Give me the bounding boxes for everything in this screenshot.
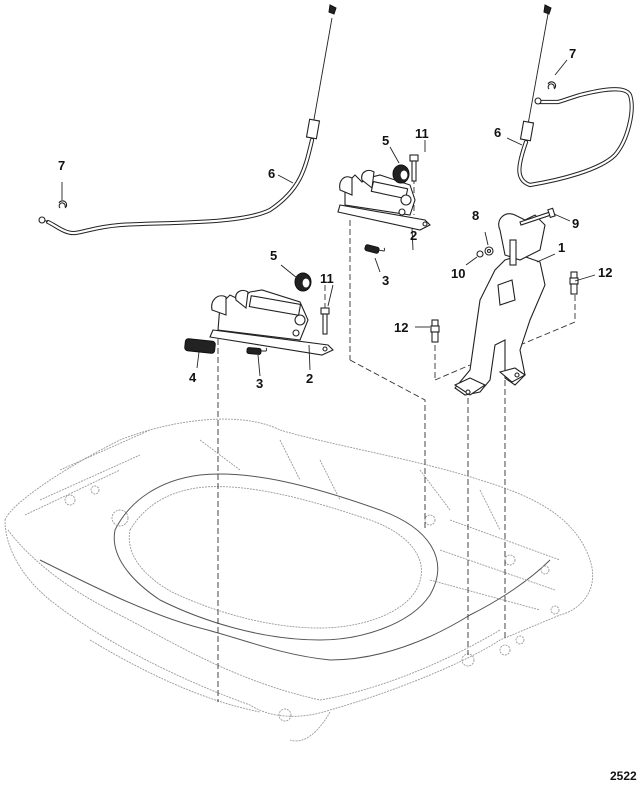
shift-cable-right (517, 4, 634, 188)
screw-left (320, 307, 330, 335)
callout-8: 8 (472, 208, 479, 223)
callout-7-right: 7 (569, 46, 576, 61)
latch-right (337, 169, 431, 231)
callout-labels: 1 2 2 3 3 4 5 5 6 6 7 7 8 9 10 11 11 12 … (58, 46, 637, 783)
nut (476, 250, 484, 258)
bottom-cowl (4, 418, 594, 742)
leader-lines (61, 59, 596, 377)
callout-5-left: 5 (270, 248, 277, 263)
stud-left (430, 319, 440, 343)
grommet-left (294, 272, 312, 292)
pivot-bolt (519, 207, 556, 226)
washer (484, 246, 494, 256)
callout-11-left: 11 (320, 271, 334, 286)
figure-id: 2522 (610, 769, 637, 783)
spring-right (364, 244, 386, 254)
stud-right (569, 271, 579, 295)
callout-9: 9 (572, 216, 579, 231)
clip-left (58, 200, 68, 209)
bumper-sleeve (184, 338, 216, 354)
callout-6-left: 6 (268, 166, 275, 181)
callout-7-left: 7 (58, 158, 65, 173)
callout-2-right: 2 (410, 228, 417, 243)
callout-1: 1 (558, 240, 565, 255)
callout-3-left: 3 (256, 376, 263, 391)
clip-right (547, 81, 557, 90)
assembly-lines (217, 160, 576, 702)
spring-left (246, 347, 268, 355)
callout-6-right: 6 (494, 125, 501, 140)
callout-3-right: 3 (382, 273, 389, 288)
callout-12-right: 12 (598, 265, 612, 280)
callout-12-left: 12 (394, 320, 408, 335)
latch-left (209, 289, 334, 356)
screw-right (409, 154, 419, 182)
callout-11-right: 11 (415, 126, 429, 141)
grommet-right (392, 164, 410, 184)
callout-10: 10 (451, 266, 465, 281)
latch-bracket (453, 213, 546, 396)
callout-2-left: 2 (306, 371, 313, 386)
callout-5-right: 5 (382, 133, 389, 148)
shift-cable-left (38, 4, 337, 236)
callout-4: 4 (189, 370, 197, 385)
